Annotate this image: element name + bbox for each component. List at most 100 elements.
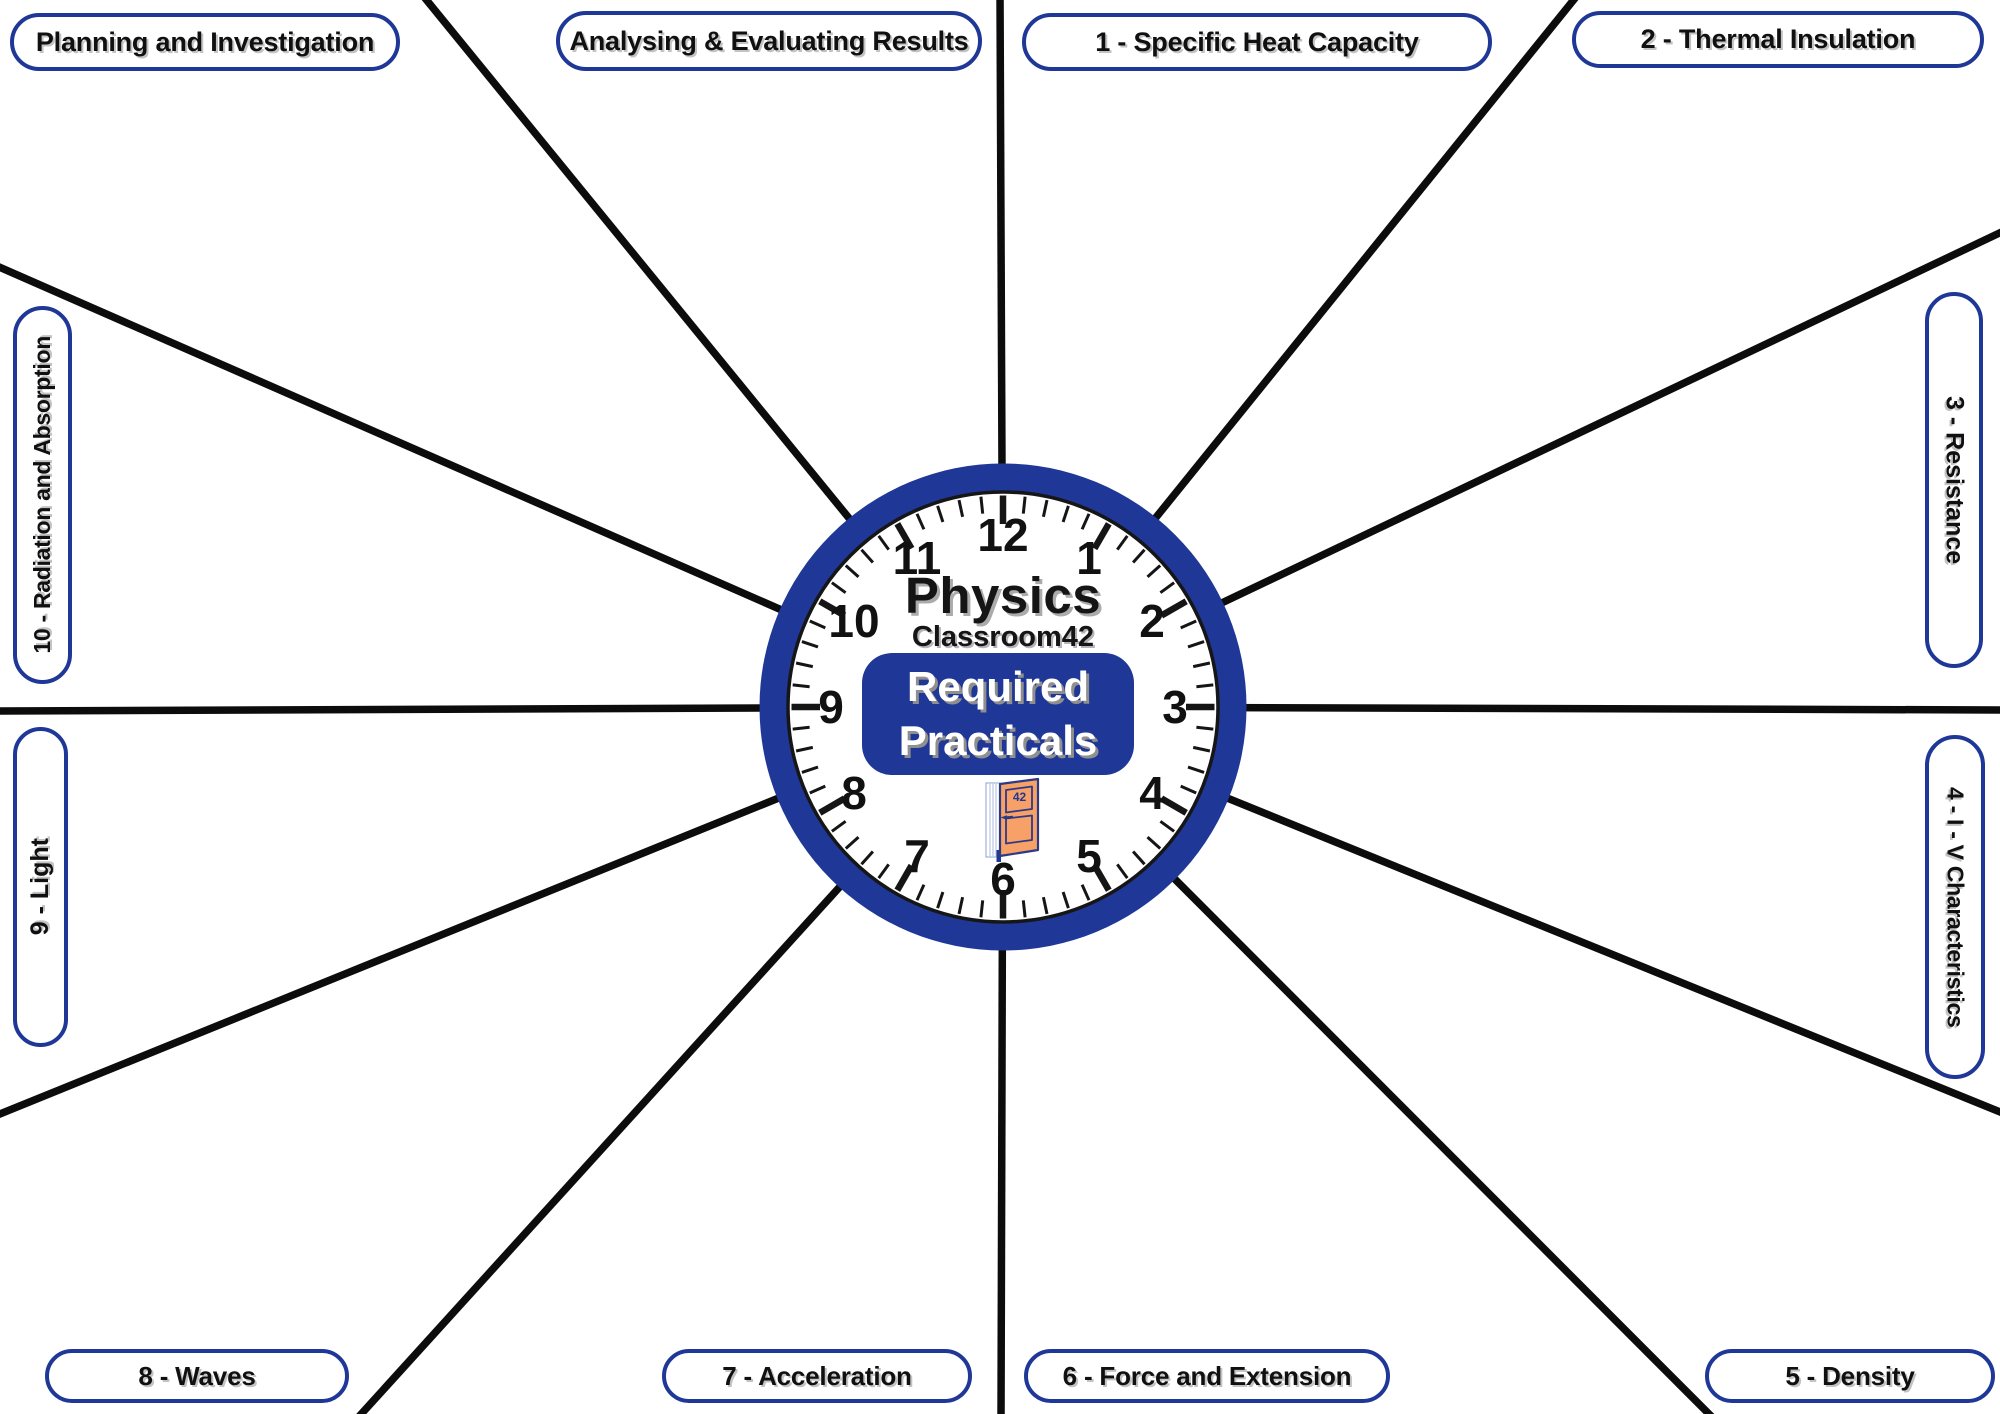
- minute-tick: [795, 745, 814, 753]
- minute-tick: [1192, 745, 1211, 753]
- label-text: 5 - Density: [1785, 1360, 1915, 1391]
- label-planning-and-investigation: Planning and Investigation: [10, 13, 400, 71]
- clock-number-10: 10: [828, 595, 879, 647]
- minute-tick: [1159, 820, 1175, 833]
- label-text: Analysing & Evaluating Results: [569, 25, 969, 56]
- label-text: 6 - Force and Extension: [1062, 1360, 1352, 1391]
- clock-number-9: 9: [818, 681, 844, 733]
- label-practical-10-radiation-and-absorption: 10 - Radiation and Absorption: [13, 306, 72, 684]
- required-practicals-badge: Required Practicals: [862, 653, 1134, 775]
- minute-tick: [936, 505, 945, 523]
- minute-tick: [936, 891, 945, 909]
- minute-tick: [1192, 661, 1211, 669]
- minute-tick: [915, 884, 926, 901]
- label-text: 3 - Resistance: [1940, 395, 1969, 565]
- classroom42-subtitle: Classroom42: [911, 621, 1095, 653]
- minute-tick: [792, 683, 810, 689]
- hour-tick: [894, 863, 915, 892]
- minute-tick: [1080, 513, 1091, 530]
- minute-tick: [1061, 505, 1070, 523]
- minute-tick: [1131, 548, 1146, 564]
- minute-tick: [795, 661, 814, 669]
- minute-tick: [801, 640, 819, 649]
- minute-tick: [792, 725, 810, 731]
- label-analysing-evaluating-results: Analysing & Evaluating Results: [556, 11, 982, 71]
- minute-tick: [1080, 884, 1091, 901]
- minute-tick: [844, 564, 860, 579]
- hour-tick: [1159, 598, 1188, 619]
- minute-tick: [831, 820, 847, 833]
- label-practical-3-resistance: 3 - Resistance: [1925, 292, 1983, 668]
- minute-tick: [1116, 535, 1129, 551]
- clock-number-11: 11: [893, 532, 942, 584]
- minute-tick: [1196, 725, 1214, 731]
- physics-title: Physics: [904, 567, 1102, 624]
- clock-number-3: 3: [1162, 681, 1188, 733]
- minute-tick: [957, 499, 965, 518]
- clock-number-4: 4: [1139, 767, 1165, 819]
- minute-tick: [801, 765, 819, 774]
- label-practical-4-iv-characteristics: 4 - I - V Characteristics: [1925, 735, 1985, 1079]
- hour-tick: [1091, 522, 1112, 551]
- minute-tick: [1061, 891, 1070, 909]
- door-icon: 42: [985, 777, 1040, 862]
- label-practical-6-force-and-extension: 6 - Force and Extension: [1024, 1349, 1390, 1403]
- clock-number-8: 8: [841, 767, 867, 819]
- minute-tick: [979, 900, 985, 918]
- clock-number-7: 7: [904, 830, 930, 882]
- clock-number-6: 6: [990, 853, 1016, 905]
- minute-tick: [860, 548, 875, 564]
- label-text: 10 - Radiation and Absorption: [29, 336, 55, 654]
- badge-line-2: Practicals: [898, 717, 1098, 764]
- label-text: 9 - Light: [26, 838, 54, 936]
- door-lower-panel: [1005, 814, 1033, 845]
- classroom-door-icon: 42: [976, 777, 1048, 863]
- hour-tick: [818, 795, 847, 816]
- label-practical-8-waves: 8 - Waves: [45, 1349, 349, 1403]
- minute-tick: [877, 535, 890, 551]
- label-practical-1-specific-heat-capacity: 1 - Specific Heat Capacity: [1022, 13, 1492, 71]
- clock-number-12: 12: [977, 509, 1028, 561]
- minute-tick: [1180, 784, 1197, 795]
- label-text: 4 - I - V Characteristics: [1942, 786, 1969, 1028]
- label-practical-5-density: 5 - Density: [1705, 1349, 1995, 1403]
- minute-tick: [1146, 564, 1162, 579]
- clock-number-2: 2: [1139, 595, 1165, 647]
- label-text: 1 - Specific Heat Capacity: [1095, 26, 1419, 57]
- minute-tick: [1187, 765, 1205, 774]
- door-handle-icon: [1000, 815, 1007, 820]
- minute-tick: [1041, 896, 1049, 915]
- label-practical-2-thermal-insulation: 2 - Thermal Insulation: [1572, 11, 1984, 68]
- minute-tick: [1116, 863, 1129, 879]
- minute-tick: [1196, 683, 1214, 689]
- minute-tick: [915, 513, 926, 530]
- label-text: 7 - Acceleration: [722, 1360, 912, 1391]
- minute-tick: [1041, 499, 1049, 518]
- minute-tick: [1180, 619, 1197, 630]
- hour-tick: [818, 598, 847, 619]
- minute-tick: [809, 784, 826, 795]
- label-text: 8 - Waves: [138, 1360, 256, 1391]
- label-practical-9-light: 9 - Light: [13, 727, 68, 1047]
- door-number: 42: [1013, 790, 1027, 804]
- hour-tick: [1091, 863, 1112, 892]
- minute-tick: [831, 581, 847, 594]
- label-text: Planning and Investigation: [35, 26, 375, 57]
- clock-number-5: 5: [1076, 830, 1102, 882]
- label-practical-7-acceleration: 7 - Acceleration: [662, 1349, 972, 1403]
- door-bottom-mark: [996, 850, 1001, 862]
- minute-tick: [957, 896, 965, 915]
- clock-number-1: 1: [1076, 532, 1102, 584]
- door-upper-panel: [1005, 785, 1033, 814]
- minute-tick: [1187, 640, 1205, 649]
- minute-tick: [877, 863, 890, 879]
- hour-tick: [1159, 795, 1188, 816]
- badge-line-1: Required: [906, 663, 1090, 711]
- minute-tick: [979, 496, 985, 514]
- label-text: 2 - Thermal Insulation: [1640, 24, 1916, 54]
- clock-ticks: [791, 495, 1215, 919]
- hour-tick: [894, 522, 915, 551]
- minute-tick: [1146, 835, 1162, 850]
